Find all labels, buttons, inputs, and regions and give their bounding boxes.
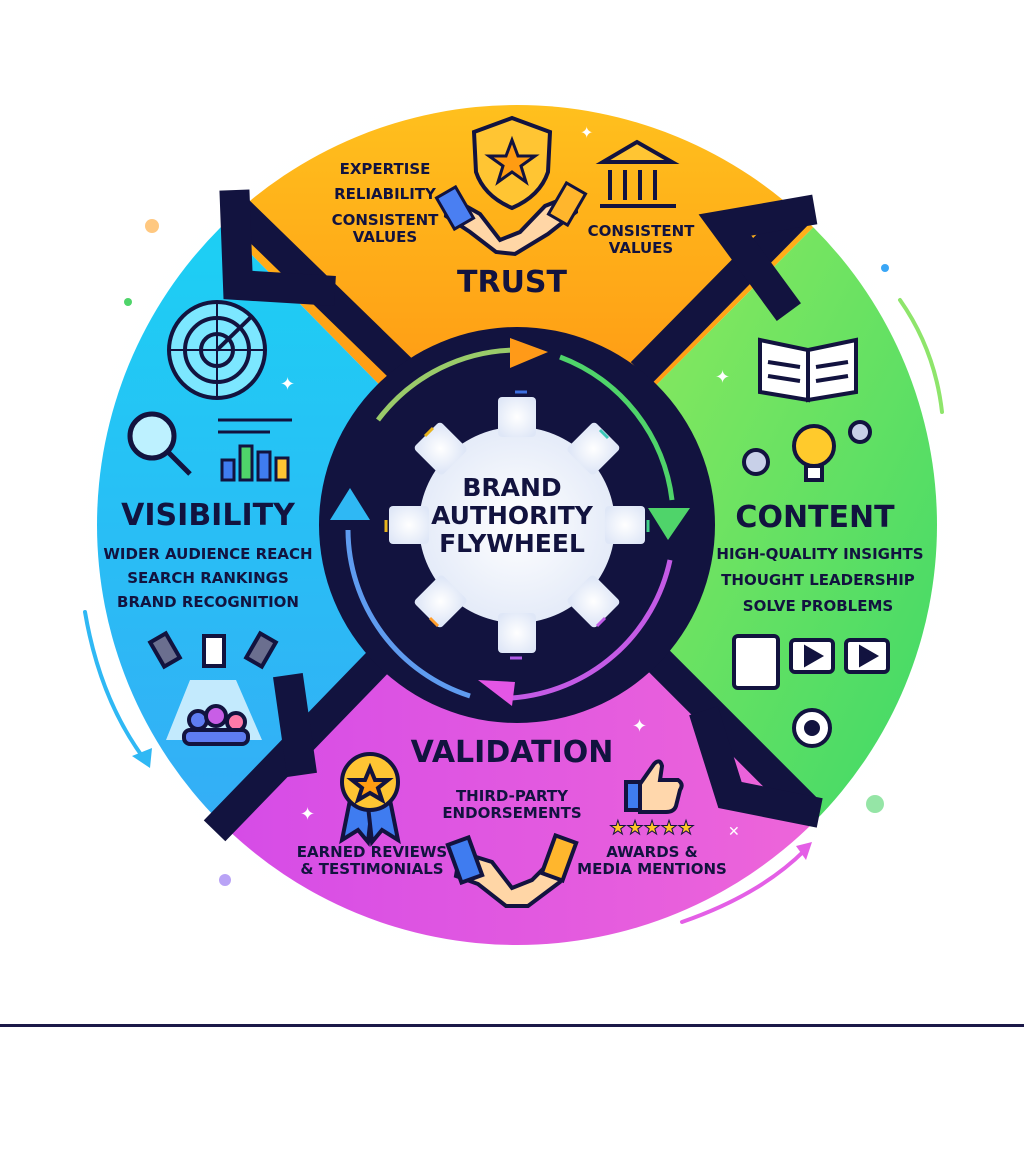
award-badge-icon <box>339 752 401 847</box>
handshake-icon <box>434 180 588 257</box>
decor-dot <box>219 874 231 886</box>
open-book-icon <box>758 337 858 403</box>
decor-dot <box>881 264 889 272</box>
bar-chart-icon <box>218 418 292 482</box>
content-item-2: THOUGHT LEADERSHIP <box>721 571 915 589</box>
shield-icon <box>471 115 553 211</box>
trust-item-reliability: RELIABILITY <box>334 185 437 203</box>
spotlight-audience-icon <box>147 630 279 746</box>
sparkle-icon-validation: ✦ <box>300 804 315 825</box>
visibility-section: VISIBILITY WIDER AUDIENCE REACH SEARCH R… <box>103 300 313 746</box>
trust-section: EXPERTISE RELIABILITY CONSISTENT VALUES … <box>332 115 696 300</box>
browser-window-icon <box>732 634 780 690</box>
five-star-rating-icon: ★★★★★ <box>609 817 694 839</box>
decor-dot <box>866 795 884 813</box>
bank-building-icon <box>595 139 680 208</box>
magnifier-icon <box>127 411 192 476</box>
center-dashes <box>384 390 650 660</box>
validation-awards-line2: MEDIA MENTIONS <box>577 860 727 878</box>
content-item-1: HIGH-QUALITY INSIGHTS <box>716 545 923 563</box>
outer-flow-arrows <box>83 298 944 924</box>
quadrant-trust <box>97 105 937 525</box>
trust-item-consistent: CONSISTENT <box>332 211 440 229</box>
lightbulb-gears-icon <box>742 420 872 482</box>
visibility-item-1: WIDER AUDIENCE REACH <box>103 545 312 563</box>
handshake-icon-validation <box>445 832 579 908</box>
bottom-divider-line <box>0 1024 1024 1027</box>
radar-icon <box>167 300 267 400</box>
visibility-item-2: SEARCH RANKINGS <box>127 569 289 587</box>
validation-title: VALIDATION <box>411 735 614 770</box>
trust-item-expertise: EXPERTISE <box>340 160 431 178</box>
quadrant-content <box>517 105 937 945</box>
sparkle-icon-validation-2: ✦ <box>632 716 647 737</box>
validation-section: VALIDATION THIRD-PARTY ENDORSEMENTS EARN… <box>297 716 740 908</box>
center-title-line3: FLYWHEEL <box>439 529 585 558</box>
center-gear <box>389 397 645 653</box>
sparkle-icon: ✦ <box>580 123 593 142</box>
close-mark-icon: ✕ <box>728 824 740 840</box>
validation-earned-line1: EARNED REVIEWS <box>297 843 447 861</box>
visibility-item-3: BRAND RECOGNITION <box>117 593 299 611</box>
sparkle-icon-content: ✦ <box>715 367 730 388</box>
center-title-line2: AUTHORITY <box>431 501 594 530</box>
validation-awards-line1: AWARDS & <box>606 843 698 861</box>
content-title: CONTENT <box>735 500 895 535</box>
trust-title: TRUST <box>457 265 568 300</box>
thumbs-up-icon <box>624 759 684 814</box>
sparkle-icon-visibility: ✦ <box>280 374 295 395</box>
trust-right-label-line1: CONSISTENT <box>588 222 696 240</box>
trust-right-label-line2: VALUES <box>609 239 673 257</box>
content-item-3: SOLVE PROBLEMS <box>743 597 893 615</box>
validation-third-party-line1: THIRD-PARTY <box>456 787 569 805</box>
validation-earned-line2: & TESTIMONIALS <box>300 860 443 878</box>
center-title-line1: BRAND <box>462 473 561 502</box>
quadrant-validation <box>97 525 937 945</box>
trust-item-values: VALUES <box>353 228 417 246</box>
rotation-arrows <box>330 338 690 706</box>
content-section: CONTENT HIGH-QUALITY INSIGHTS THOUGHT LE… <box>715 337 924 748</box>
decor-dot <box>145 219 159 233</box>
visibility-title: VISIBILITY <box>121 498 296 533</box>
content-media-icons <box>732 634 890 748</box>
decor-dot <box>124 298 132 306</box>
validation-third-party-line2: ENDORSEMENTS <box>442 804 581 822</box>
divider-arms <box>203 189 823 842</box>
